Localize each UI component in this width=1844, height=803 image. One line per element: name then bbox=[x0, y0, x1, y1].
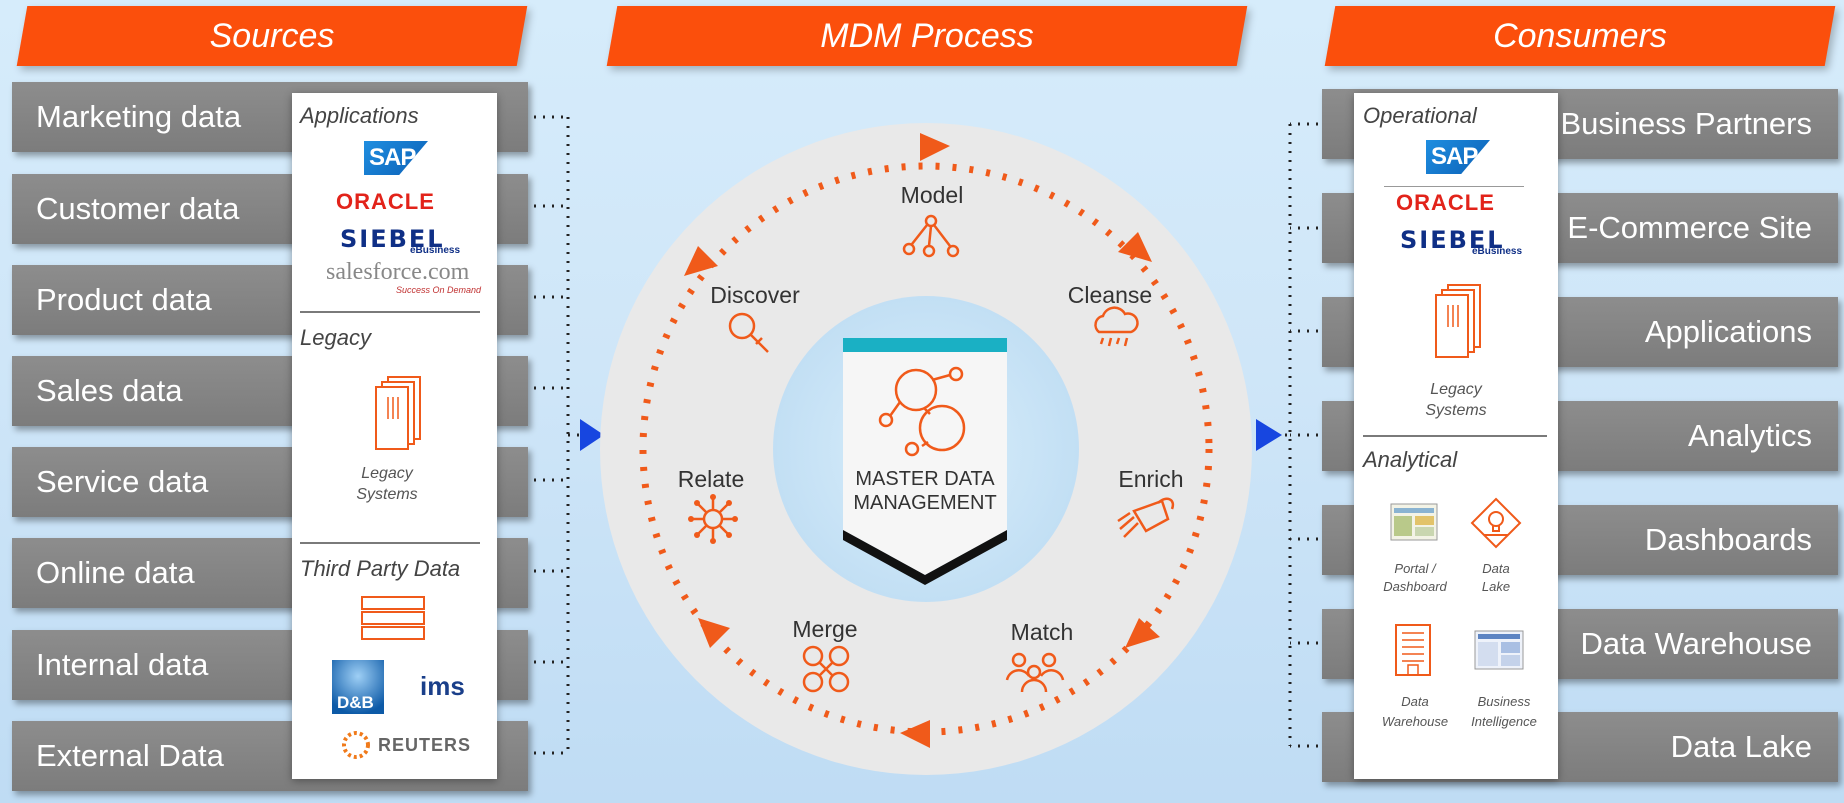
bi-label-2: Intelligence bbox=[1471, 714, 1537, 729]
step-cleanse-label: Cleanse bbox=[1067, 282, 1153, 308]
siebel-logo: SIEBEL bbox=[340, 225, 445, 253]
separator bbox=[1363, 435, 1547, 437]
cycle-arrow-icon bbox=[900, 720, 930, 748]
third-party-title: Third Party Data bbox=[300, 556, 461, 581]
step-model-label: Model bbox=[900, 182, 964, 208]
legacy-label-1: Legacy bbox=[361, 465, 413, 482]
step-relate-label: Relate bbox=[677, 466, 745, 492]
legacy-label-2: Systems bbox=[356, 486, 418, 503]
reuters-logo: REUTERS bbox=[378, 735, 472, 755]
server-icon bbox=[361, 596, 425, 640]
arrow-in-icon bbox=[580, 419, 604, 451]
consumer-card: Operational SAP ORACLE SIEBEL eBusiness … bbox=[1354, 93, 1558, 779]
separator bbox=[300, 542, 480, 544]
cycle-arrow-icon bbox=[684, 246, 718, 276]
cycle-arrow-icon bbox=[1118, 232, 1152, 262]
dnb-text: D&B bbox=[337, 693, 374, 712]
siebel-sub: eBusiness bbox=[1472, 246, 1523, 257]
model-icon bbox=[902, 214, 960, 258]
legacy-label-1: Legacy bbox=[1430, 381, 1482, 398]
lake-label-1: Data bbox=[1482, 561, 1510, 576]
relate-icon bbox=[688, 494, 738, 544]
step-match-label: Match bbox=[1010, 619, 1074, 645]
applications-title: Applications bbox=[300, 103, 419, 128]
legacy-systems-icon bbox=[375, 376, 421, 450]
center-title-1: MASTER DATA bbox=[855, 468, 995, 490]
step-discover-label: Discover bbox=[710, 282, 800, 308]
portal-label-2: Dashboard bbox=[1383, 579, 1447, 594]
data-lake-icon bbox=[1470, 497, 1522, 549]
siebel-logo: SIEBEL bbox=[1400, 226, 1505, 254]
operational-title: Operational bbox=[1363, 103, 1477, 128]
wh-label-2: Warehouse bbox=[1381, 714, 1449, 729]
center-title-2: MANAGEMENT bbox=[853, 492, 997, 514]
oracle-logo: ORACLE bbox=[1396, 190, 1495, 215]
siebel-sub: eBusiness bbox=[410, 245, 461, 256]
match-icon bbox=[1005, 652, 1065, 693]
legacy-label-2: Systems bbox=[1425, 402, 1487, 419]
source-card: Applications SAP ORACLE SIEBEL eBusiness… bbox=[292, 93, 497, 779]
separator bbox=[300, 311, 480, 313]
discover-icon bbox=[728, 312, 769, 353]
cleanse-icon bbox=[1094, 306, 1139, 347]
cycle-arrow-icon bbox=[698, 618, 730, 648]
cycle-arrow-icon bbox=[1125, 618, 1160, 648]
arrow-out-icon bbox=[1256, 419, 1282, 451]
step-enrich-label: Enrich bbox=[1118, 466, 1184, 492]
legacy-title: Legacy bbox=[300, 325, 371, 350]
dnb-logo bbox=[332, 660, 384, 714]
legacy-systems-icon bbox=[1435, 284, 1481, 358]
step-merge-label: Merge bbox=[792, 616, 858, 642]
data-warehouse-icon bbox=[1395, 624, 1431, 676]
salesforce-logo: salesforce.com bbox=[326, 259, 470, 285]
cycle-arrow-icon bbox=[920, 133, 950, 161]
enrich-icon bbox=[1117, 497, 1175, 538]
separator bbox=[1384, 186, 1524, 187]
oracle-logo: ORACLE bbox=[336, 189, 435, 214]
bi-label-1: Business bbox=[1477, 694, 1531, 709]
portal-label-1: Portal / bbox=[1394, 561, 1436, 576]
analytical-title: Analytical bbox=[1363, 447, 1458, 472]
lake-label-2: Lake bbox=[1481, 579, 1511, 594]
reuters-dot-icon bbox=[342, 731, 370, 759]
master-data-icon bbox=[878, 366, 966, 457]
wh-label-1: Data bbox=[1401, 694, 1429, 709]
merge-icon bbox=[802, 645, 850, 693]
ims-logo: ims bbox=[420, 671, 465, 701]
business-intelligence-icon bbox=[1474, 630, 1524, 670]
portal-dashboard-icon bbox=[1390, 503, 1438, 541]
salesforce-sub: Success On Demand bbox=[396, 285, 482, 295]
